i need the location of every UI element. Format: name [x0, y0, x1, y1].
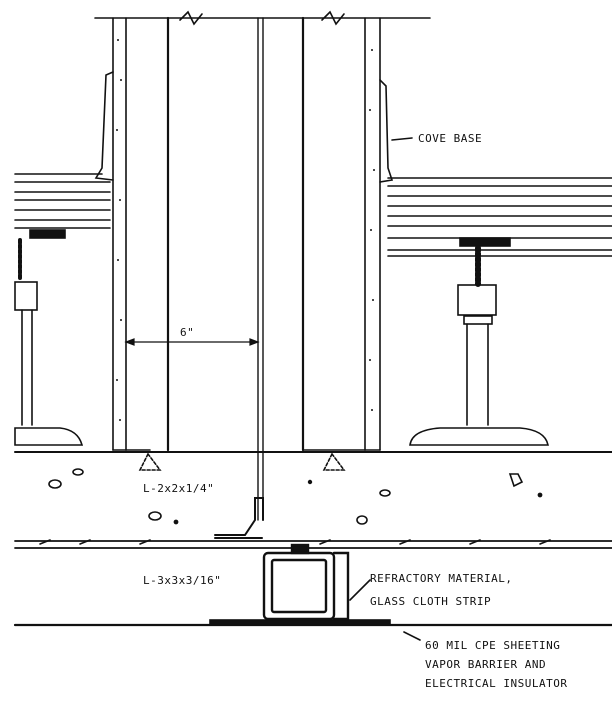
- label-angle-small: L-2x2x1/4": [143, 482, 215, 495]
- pedestal-right: [409, 245, 549, 446]
- label-cove-base: COVE BASE: [418, 132, 483, 145]
- label-refractory-line2: GLASS CLOTH STRIP: [370, 595, 492, 608]
- floor-panel-right: [387, 177, 612, 257]
- left-wall-panel: [112, 16, 170, 452]
- angle-l2x2: [214, 497, 264, 539]
- label-refractory-line1: REFRACTORY MATERIAL,: [370, 572, 513, 585]
- cpe-sheeting: [13, 579, 612, 641]
- concrete-slab: [14, 451, 612, 549]
- aggregate-texture: [48, 468, 543, 525]
- dimension-line: [124, 338, 260, 346]
- label-cpe-line3: ELECTRICAL INSULATOR: [425, 677, 568, 690]
- floor-panel-left: [14, 173, 111, 239]
- label-cpe-line1: 60 MIL CPE SHEETING: [425, 639, 561, 652]
- wall-speckle: [116, 39, 375, 421]
- label-cpe-line2: VAPOR BARRIER AND: [425, 658, 547, 671]
- label-dimension: 6": [180, 326, 195, 339]
- panel-anchors: [138, 452, 346, 471]
- label-angle-large: L-3x3x3/16": [143, 574, 222, 587]
- center-joint: [257, 16, 305, 521]
- right-wall-panel: [302, 17, 381, 451]
- steel-tube: [262, 543, 350, 621]
- pedestal-left: [14, 238, 84, 446]
- cove-base: [94, 71, 413, 183]
